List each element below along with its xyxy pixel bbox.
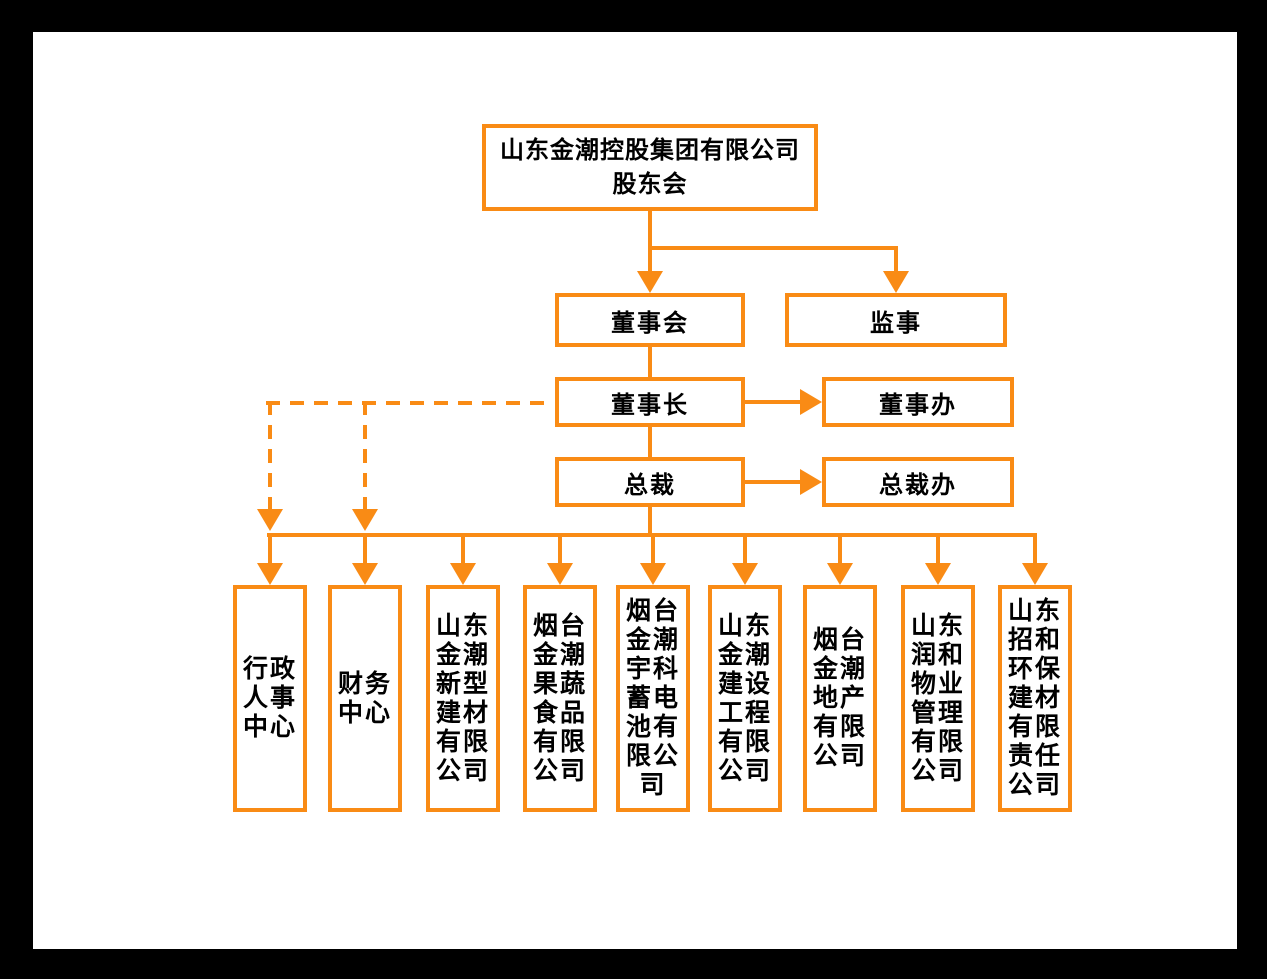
connector-chairman-president	[648, 427, 652, 457]
node-president-office: 总裁办	[822, 457, 1014, 507]
connector-drop-4	[558, 537, 562, 563]
connector-drop-2	[363, 537, 367, 563]
node-real-estate-co: 烟台 金潮 地产 有限 公司	[803, 585, 877, 812]
connector-supervisor-drop	[894, 246, 898, 273]
arrowhead-dashed-finance-icon	[352, 509, 378, 531]
dashed-connector-to-admin-hr	[268, 401, 272, 509]
node-property-management-co: 山东 润和 物业 管理 有限 公司	[901, 585, 975, 812]
arrowhead-drop-6-icon	[732, 563, 758, 585]
arrowhead-to-board-icon	[637, 271, 663, 293]
chart-canvas: 山东金潮控股集团有限公司 股东会 董事会 监事 董事长 董事办 总裁 总裁办 行…	[33, 32, 1237, 949]
node-shareholders-meeting: 山东金潮控股集团有限公司 股东会	[482, 124, 818, 211]
arrowhead-drop-4-icon	[547, 563, 573, 585]
arrowhead-dashed-admin-hr-icon	[257, 509, 283, 531]
arrowhead-drop-5-icon	[640, 563, 666, 585]
node-new-building-materials-co: 山东 金潮 新型 建材 有限 公司	[426, 585, 500, 812]
dashed-connector-to-finance	[363, 401, 367, 509]
connector-drop-8	[936, 537, 940, 563]
connector-board-chairman	[648, 347, 652, 377]
connector-drop-1	[268, 537, 272, 563]
arrowhead-drop-9-icon	[1022, 563, 1048, 585]
node-construction-engineering-co: 山东 金潮 建设 工程 有限 公司	[708, 585, 782, 812]
node-chairman-office: 董事办	[822, 377, 1014, 427]
connector-distribution-bus	[267, 533, 1037, 537]
connector-drop-3	[461, 537, 465, 563]
arrowhead-drop-1-icon	[257, 563, 283, 585]
connector-shareholders-stem	[648, 211, 652, 273]
node-board-of-directors: 董事会	[555, 293, 745, 347]
connector-drop-7	[838, 537, 842, 563]
arrowhead-drop-3-icon	[450, 563, 476, 585]
connector-drop-5	[651, 537, 655, 563]
node-president: 总裁	[555, 457, 745, 507]
connector-president-office	[745, 480, 801, 484]
node-admin-hr-center: 行政 人事 中心	[233, 585, 307, 812]
arrowhead-drop-7-icon	[827, 563, 853, 585]
arrowhead-drop-8-icon	[925, 563, 951, 585]
connector-chairman-office	[745, 400, 801, 404]
connector-president-stem	[648, 507, 652, 535]
arrowhead-to-supervisor-icon	[883, 271, 909, 293]
node-chairman: 董事长	[555, 377, 745, 427]
node-env-building-materials-co: 山东 招和 环保 建材 有限 责任 公司	[998, 585, 1072, 812]
node-battery-co: 烟台 金潮 宇科 蓄电 池有 限公 司	[616, 585, 690, 812]
connector-shareholders-branch	[648, 246, 898, 250]
arrowhead-drop-2-icon	[352, 563, 378, 585]
dashed-connector-chairman-left	[266, 401, 553, 405]
node-finance-center: 财务 中心	[328, 585, 402, 812]
node-fruit-vegetable-food-co: 烟台 金潮 果蔬 食品 有限 公司	[523, 585, 597, 812]
arrowhead-to-president-office-icon	[800, 469, 822, 495]
arrowhead-to-chairman-office-icon	[800, 389, 822, 415]
connector-drop-9	[1033, 537, 1037, 563]
connector-drop-6	[743, 537, 747, 563]
node-supervisor: 监事	[785, 293, 1007, 347]
